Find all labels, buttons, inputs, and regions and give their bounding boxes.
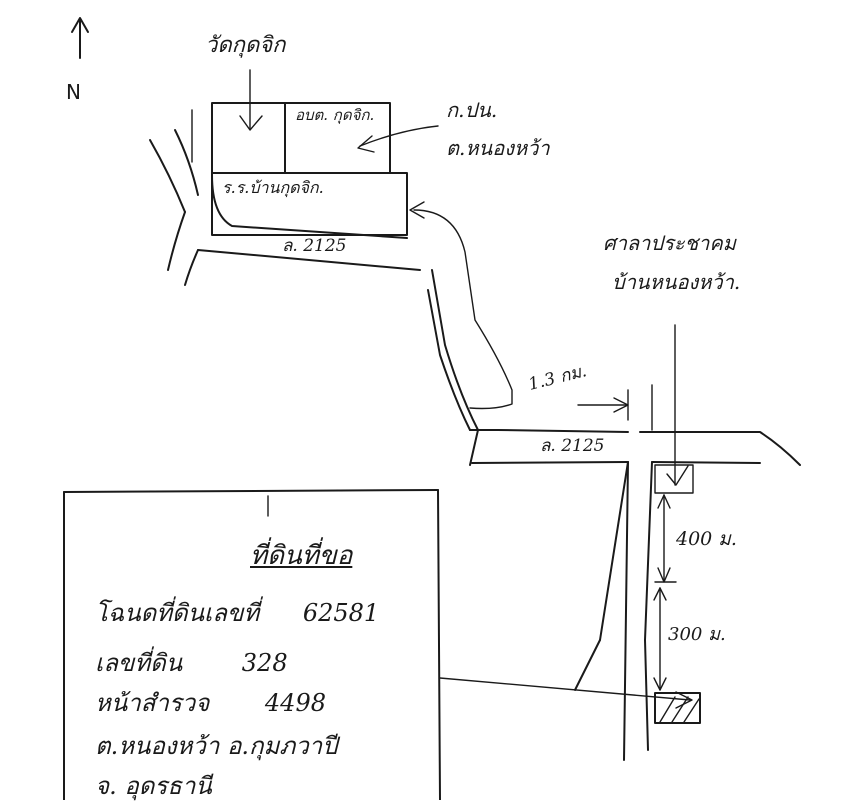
survey-number: 4498 [264,689,326,717]
tambon-label: ต.หนองหว้า [446,136,550,160]
community-hall-marker [654,324,694,494]
deed-label: โฉนดที่ดินเลขที่ [95,599,260,627]
land-box-title: ที่ดินที่ขอ [250,541,353,571]
survey-row: หน้าสำรวจ 4498 [95,683,326,722]
land-number-label: เลขที่ดิน [95,649,183,677]
road-label-upper: ล. 2125 [282,236,347,256]
temple-label: วัดกุดจิก [205,33,286,58]
sao-label: อบต. กุดจิก. [295,106,375,124]
road-label-lower: ล. 2125 [540,436,605,456]
side-lane [574,461,653,761]
distance-marker-1 [577,384,653,431]
land-number-row: เลขที่ดิน 328 [95,643,288,682]
deed-row: โฉนดที่ดินเลขที่ 62581 [95,593,379,632]
location-line-1: ต.หนองหว้า อ.กุมภวาปี [95,732,338,760]
route-arrow [409,201,513,410]
kpn-pointer-arrow [357,125,439,153]
road-2125 [427,269,801,466]
deed-number: 62581 [302,599,380,627]
distance-marker-3 [653,587,667,691]
land-number: 328 [241,649,288,677]
temple-pointer-arrow [239,69,263,131]
school-compound [211,172,408,236]
village-label: บ้านหนองหว้า. [612,270,741,294]
parcel-pointer-arrow [439,677,693,709]
distance-label-3: 300 ม. [668,624,726,645]
north-label: N [66,80,81,104]
north-arrow-icon [71,17,89,59]
school-label: ร.ร.บ้านกุดจิก. [222,178,324,197]
distance-label-2: 400 ม. [676,528,737,550]
road-northwest-branch [149,129,421,286]
land-info-box [63,489,441,800]
survey-label: หน้าสำรวจ [95,689,210,717]
kpn-label: ก.ปน. [446,98,498,122]
community-hall-label: ศาลาประชาคม [603,231,736,255]
distance-marker-2 [654,494,677,583]
location-line-2: จ. อุดรธานี [95,772,212,800]
